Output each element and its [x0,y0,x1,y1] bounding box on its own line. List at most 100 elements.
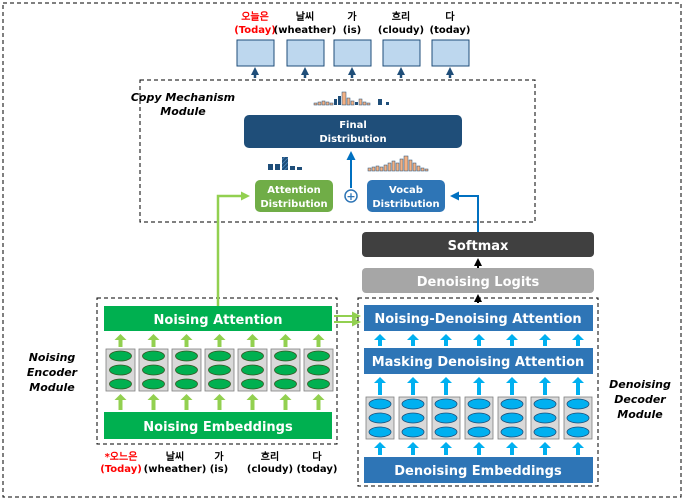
decoder-frame [357,297,599,487]
encoder-title-3: Module [29,381,75,394]
output-token-gloss: (Today) [234,25,276,36]
up-arrow-head [407,334,419,340]
decoder-hidden-unit [401,412,425,424]
up-arrow-head [147,334,160,340]
masking-denoising-attention-box [364,348,593,374]
decoder-title-2: Decoder [614,393,666,406]
up-arrow-head [374,442,386,448]
up-arrow-shaft [184,339,189,347]
up-arrow-shaft [543,447,547,455]
up-arrow-shaft [316,399,321,410]
plus-icon [344,189,358,203]
final-distribution-box [244,115,462,148]
decoder-hidden-unit [434,398,458,410]
input-token-gloss: (cloudy) [247,464,293,475]
up-arrow-shaft [217,339,222,347]
decoder-hidden-unit [467,426,491,438]
encoder-columns [105,334,334,410]
final-distribution-label: Final [339,120,367,131]
decoder-hidden-unit [368,398,392,410]
vocab-distribution-bars [367,155,429,172]
bar [275,164,280,170]
up-arrow-shaft [184,399,189,410]
up-arrow-head [539,377,551,383]
input-tokens: *오느은 (Today) 날씨 (wheather) 가 (is) 흐리 (cl… [100,450,337,475]
bar [346,97,351,106]
up-arrow-head [213,334,226,340]
decoder-hidden-unit [500,398,524,410]
decoder-hidden-unit [500,426,524,438]
vocab-distribution-box [367,180,445,212]
up-arrow-head [572,334,584,340]
output-token: 날씨 (wheather) [274,10,336,78]
denoising-embeddings-box [364,457,593,483]
bar [317,101,322,106]
attention-distribution-box [255,180,333,212]
output-token-box [333,39,372,67]
softmax-box [362,232,594,257]
encoder-hidden-unit [274,378,297,390]
up-arrow-head [407,442,419,448]
up-arrow-head [440,377,452,383]
bar [408,159,413,172]
decoder-hidden-unit [401,426,425,438]
bar [420,167,425,172]
bar [412,162,417,172]
decoder-hidden-unit [368,426,392,438]
up-arrow-head [213,394,226,400]
up-arrow-head [114,394,127,400]
noising-denoising-attention-box [364,305,593,331]
decoder-hidden-unit [434,412,458,424]
output-token-word: 오늘은 [241,11,269,23]
up-arrow-shaft [477,339,481,346]
output-token-gloss: (cloudy) [378,25,424,36]
attention-distribution-label: Attention [267,185,320,196]
up-arrow-head [180,394,193,400]
bar [391,160,396,172]
up-arrow-head [572,442,584,448]
up-arrow-head [572,377,584,383]
encoder-to-attention-distribution-arrow [216,191,250,306]
input-token-gloss: (today) [297,464,338,475]
bar [366,102,371,106]
masking-denoising-attention-label: Masking Denoising Attention [372,355,585,370]
up-arrow-shaft [118,399,123,410]
up-arrow-head [374,377,386,383]
up-arrow-head [539,442,551,448]
encoder-hidden-unit [307,364,330,376]
up-arrow-shaft [151,339,156,347]
encoder-hidden-unit [142,350,165,362]
bar [313,102,318,106]
output-token-box [431,39,470,67]
bar [403,155,409,172]
up-arrow-head [180,334,193,340]
bar [386,102,389,105]
encoder-hidden-unit [208,350,231,362]
denoising-logits-box [362,268,594,293]
noising-attention-box [104,306,332,331]
copy-mechanism-module: Copy Mechanism Module Final Distribution [131,79,536,223]
encoder-title: Noising [29,351,76,364]
input-token-word: *오느은 [105,451,138,463]
up-arrow-shaft [510,382,514,395]
up-arrow-head [506,442,518,448]
decoder-hidden-unit [566,398,590,410]
up-arrow-shaft [250,399,255,410]
plus-symbol: + [346,190,355,203]
up-arrow-shaft [477,382,481,395]
up-arrow-head [440,442,452,448]
encoder-hidden-unit [109,350,132,362]
encoder-hidden-unit [109,364,132,376]
softmax-label: Softmax [448,239,509,254]
up-arrow-head [440,334,452,340]
output-token-word: 흐리 [392,10,410,23]
decoder-columns [365,334,593,455]
up-arrow-shaft [477,447,481,455]
bar [334,99,337,105]
up-arrow-shaft [510,339,514,346]
up-arrow-shaft [217,399,222,410]
decoder-title-3: Module [617,408,663,421]
up-arrow-shaft [576,339,580,346]
input-token-gloss: (is) [210,464,229,475]
